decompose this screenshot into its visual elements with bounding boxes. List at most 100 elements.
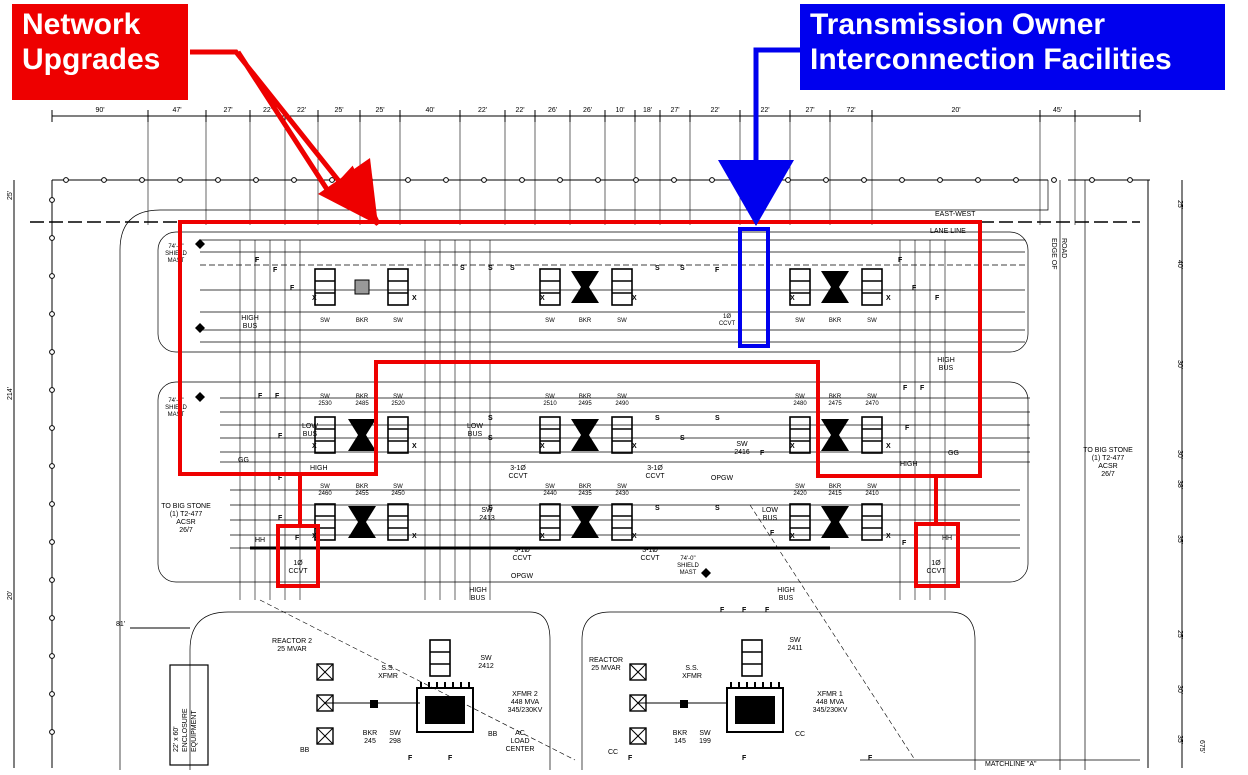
equipment-enclosure-label: 22' x 60' [173,726,180,752]
top-dimension-label: 40' [425,107,434,114]
switch-mark: F [905,425,910,432]
reactor-unit [316,663,334,681]
high-bus-label: HIGH [469,587,487,594]
xfmr-1-label: XFMR 1 [817,691,843,698]
top-dimension-label: 18' [643,107,652,114]
fence-post [49,615,55,621]
sw-298-label: 298 [389,738,401,745]
switch-mark: F [765,607,770,614]
matchline-diagonal [749,504,916,761]
disconnect-switch [861,416,883,454]
switch-mark: X [540,533,545,540]
disconnect-switch [611,416,633,454]
hh-label: HH [942,535,952,542]
to-big-stone-right-label: (1) T2-477 [1092,455,1125,462]
disconnect-switch [611,503,633,541]
fence-post [671,177,677,183]
top-dimension-label: 25' [334,107,343,114]
reactor-2-label: 25 MVAR [277,646,306,653]
disconnect-switch [387,416,409,454]
fence-post [1013,177,1019,183]
transformer-xfmr-2-core [425,696,465,724]
low-bus-label: BUS [468,431,483,438]
matchline-label: MATCHLINE "A" [985,761,1037,768]
sw-199-label: 199 [699,738,711,745]
drawing-annotations: 90'47'27'22'22'25'25'40'22'22'26'26'10'1… [7,107,1205,768]
circuit-breaker [821,506,849,538]
top-dimension-label: 26' [548,107,557,114]
ccvt-label: CCVT [645,473,665,480]
fence-post [253,177,259,183]
top-dimension-label: 22' [263,107,272,114]
ss-xfmr-label: S.S. [685,665,698,672]
ss-xfmr-label: S.S. [381,665,394,672]
shield-mast-label: 74'-0" [168,244,183,250]
switch-mark: S [655,505,660,512]
top-dimension-label: 72' [846,107,855,114]
edge-of-road-label: ROAD [1060,238,1067,258]
ccvt-label: CCVT [288,568,308,575]
disconnect-switch [539,416,561,454]
equipment-label: 2450 [391,491,405,497]
circuit-breaker [348,506,376,538]
equipment-label: 2475 [828,401,842,407]
equipment-label: 2440 [543,491,557,497]
xfmr-1-label: 448 MVA [816,699,845,706]
switch-mark: S [680,435,685,442]
network-upgrades-line-1: Network [22,8,141,41]
circuit-breaker [821,271,849,303]
switch-mark: X [886,443,891,450]
reactor-unit [316,727,334,745]
fence-post [49,501,55,507]
fence-post [177,177,183,183]
switch-mark: F [273,267,278,274]
gg-label: GG [948,450,959,457]
switch-mark: X [886,295,891,302]
top-dimension-label: 22' [760,107,769,114]
equipment-label: SW [545,318,555,324]
to-big-stone-right-label: 26/7 [1101,471,1115,478]
circuit-breaker [571,271,599,303]
to-big-stone-left-label: (1) T2-477 [170,511,203,518]
ccvt-label: CCVT [926,568,946,575]
switch-mark: F [290,285,295,292]
edge-of-road-label: EDGE OF [1050,238,1057,270]
equipment-label: SW [867,318,877,324]
right-dimension-label: 35' [1176,735,1183,744]
transmission-owner-line-2: Interconnection Facilities [810,42,1172,76]
equipment-label: SW [545,394,555,400]
fence-post [785,177,791,183]
switch-mark: F [742,755,747,762]
cc-label: CC [608,749,618,756]
ccvt-label: 1Ø [723,314,731,320]
switch-mark: S [655,265,660,272]
disconnect-switch [789,268,811,306]
high-bus-label: HIGH [937,357,955,364]
equipment-label: BKR [829,318,842,324]
equipment-enclosure-label: ENCLOSURE [182,708,189,752]
switch-mark: S [488,505,493,512]
switch-mark: F [628,755,633,762]
equipment-label: 2530 [318,401,332,407]
fence-post [481,177,487,183]
switch-mark: F [742,607,747,614]
right-dimension-label: 38' [1176,480,1183,489]
disconnect-switch [539,268,561,306]
switch-mark: F [903,385,908,392]
reactor-x [629,694,647,712]
xfmr-2-label: XFMR 2 [512,691,538,698]
high-bus-label: HIGH [777,587,795,594]
disconnect-switch [539,503,561,541]
equipment-enclosure-label: EQUIPMENT [191,710,198,752]
low-bus-label: LOW [467,423,483,430]
to-big-stone-right-label: ACSR [1098,463,1117,470]
equipment-label: SW [617,318,627,324]
switch-mark: S [460,265,465,272]
low-bus-label: LOW [762,507,778,514]
left-dimension-label: 25' [7,191,14,200]
top-dimension-label: 27' [670,107,679,114]
fence-post [49,349,55,355]
right-dimension-label: 30' [1176,360,1183,369]
high-bus-label: BUS [779,595,794,602]
to-big-stone-left-label: 26/7 [179,527,193,534]
